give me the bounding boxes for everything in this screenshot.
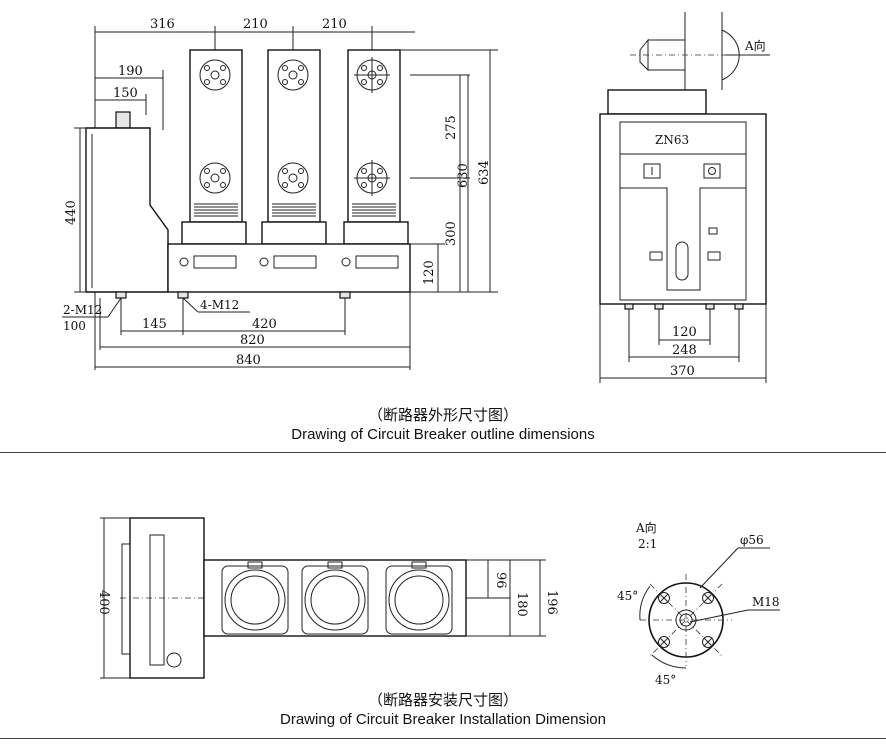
dim-side-248: 248 (672, 343, 697, 358)
model-label: ZN63 (655, 133, 689, 147)
dim-316: 316 (150, 17, 175, 32)
dim-820: 820 (240, 333, 265, 348)
top-knob (115, 111, 131, 129)
install-view: 400 96 180 196 (96, 517, 559, 679)
dim-300: 300 (444, 221, 459, 246)
dim-275: 275 (444, 115, 459, 140)
divider-1 (0, 452, 886, 453)
dim-634: 634 (477, 160, 492, 185)
side-view: A向 ZN63 120 248 370 (599, 12, 770, 383)
dim-150: 150 (113, 86, 138, 101)
dim-120: 120 (422, 260, 437, 285)
front-view: 316 210 210 190 150 440 (62, 17, 498, 370)
label-4-m12: 4-M12 (200, 298, 239, 312)
dim-side-120: 120 (672, 325, 697, 340)
open-button-symbol (643, 163, 661, 179)
install-pole-2 (301, 561, 369, 635)
dim-440: 440 (64, 200, 79, 225)
dim-420: 420 (252, 317, 277, 332)
label-100: 100 (63, 319, 86, 333)
dim-install-180: 180 (514, 592, 529, 617)
label-2-m12: 2-M12 (63, 303, 102, 317)
dim-190: 190 (118, 64, 143, 79)
side-panel (599, 113, 767, 305)
pole-column-1 (181, 49, 247, 245)
detail-scale: 2:1 (638, 537, 657, 551)
dim-630: 630 (456, 163, 471, 188)
mechanism-cabinet (85, 127, 169, 293)
caption-outline-cn: （断路器外形尺寸图） (367, 407, 518, 424)
dim-210-a: 210 (243, 17, 268, 32)
dim-side-370: 370 (670, 364, 695, 379)
install-mechanism (129, 517, 205, 679)
dim-210-b: 210 (322, 17, 347, 32)
dim-840: 840 (236, 353, 261, 368)
detail-view: A向 2:1 φ56 M18 45° 45° (617, 520, 780, 687)
divider-2 (0, 738, 886, 739)
detail-title: A向 (635, 520, 657, 535)
dim-install-196: 196 (544, 590, 559, 615)
close-button-symbol (703, 163, 721, 179)
caption-install-en: Drawing of Circuit Breaker Installation … (280, 711, 606, 728)
dim-145: 145 (142, 317, 167, 332)
install-pole-1 (221, 561, 289, 635)
install-pole-3 (385, 561, 453, 635)
detail-angle-top: 45° (617, 589, 638, 603)
side-top-plate (607, 89, 707, 115)
label-view-a: A向 (744, 38, 766, 53)
dim-install-96: 96 (493, 572, 508, 589)
caption-install-cn: （断路器安装尺寸图） (367, 692, 518, 709)
caption-outline-en: Drawing of Circuit Breaker outline dimen… (291, 426, 595, 443)
dim-install-400: 400 (96, 590, 111, 615)
pole-column-3 (343, 49, 409, 245)
detail-diameter: φ56 (740, 533, 764, 547)
detail-thread: M18 (752, 595, 780, 609)
detail-angle-bottom: 45° (655, 673, 676, 687)
pole-column-2 (261, 49, 327, 245)
